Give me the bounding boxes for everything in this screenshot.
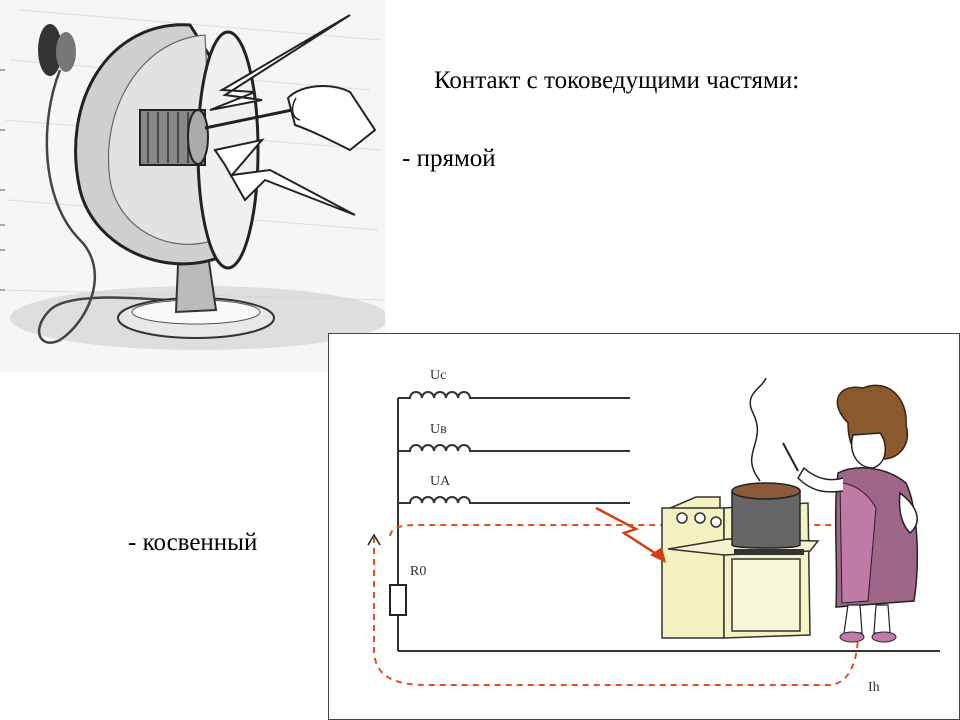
resistor-r0: [389, 584, 407, 616]
phase-c-label: Uc: [430, 368, 446, 383]
electric-heater-shock-icon: [0, 0, 385, 372]
pot-icon: [731, 377, 801, 549]
resistor-label: R0: [410, 564, 426, 579]
list-item-indirect: - косвенный: [128, 529, 258, 556]
phase-a-coil: [398, 496, 630, 504]
indirect-contact-circuit: Uc Uв UA R0 Ih: [328, 333, 960, 720]
current-label: Ih: [868, 680, 880, 695]
woman-cook-icon: [782, 384, 919, 643]
phase-b-coil: [398, 444, 630, 452]
phase-b-label: Uв: [430, 422, 447, 437]
list-item-direct: - прямой: [402, 145, 496, 172]
phase-c-coil: [398, 391, 630, 399]
phase-a-label: UA: [430, 474, 451, 489]
slide-title: Контакт с токоведущими частями:: [434, 67, 800, 94]
